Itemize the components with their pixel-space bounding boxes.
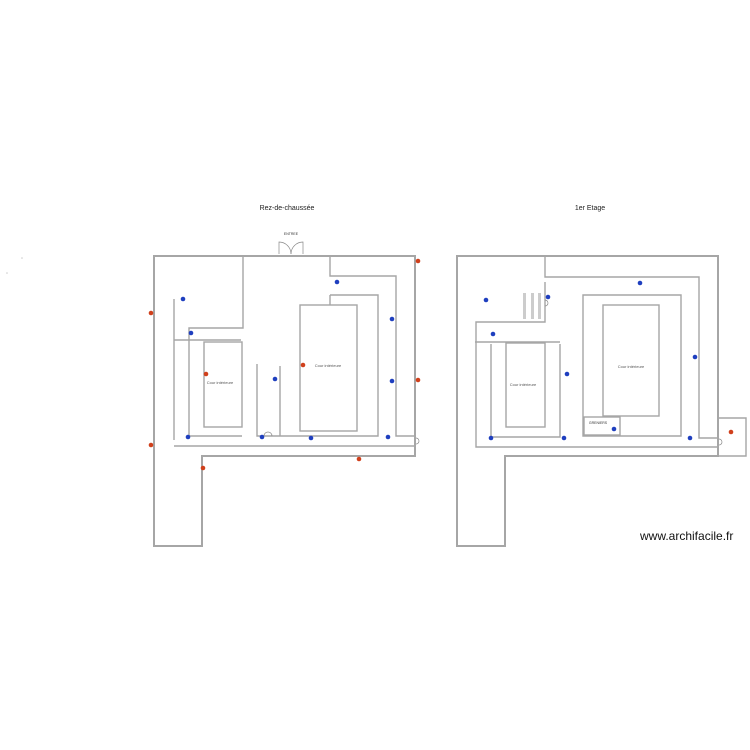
- blue-marker[interactable]: [259, 434, 265, 440]
- first-floor-title: 1er Etage: [575, 205, 605, 212]
- blue-marker[interactable]: [488, 435, 494, 441]
- blue-marker[interactable]: [545, 294, 551, 300]
- blue-marker[interactable]: [334, 279, 340, 285]
- courtyard: [203, 341, 243, 428]
- red-marker[interactable]: [415, 377, 421, 383]
- door-symbol: [718, 438, 723, 446]
- outer-wall: [153, 255, 416, 547]
- outer-wall: [456, 255, 719, 547]
- red-marker[interactable]: [148, 442, 154, 448]
- interior-wall: [490, 344, 561, 438]
- red-marker[interactable]: [203, 371, 209, 377]
- room-label: Cour intérieure: [207, 380, 234, 385]
- blue-marker[interactable]: [385, 434, 391, 440]
- blue-marker[interactable]: [389, 316, 395, 322]
- watermark: www.archifacile.fr: [640, 529, 734, 543]
- blue-marker[interactable]: [490, 331, 496, 337]
- red-marker[interactable]: [200, 465, 206, 471]
- blue-marker[interactable]: [308, 435, 314, 441]
- blue-marker[interactable]: [561, 435, 567, 441]
- red-marker[interactable]: [300, 362, 306, 368]
- courtyard: [602, 304, 660, 417]
- blue-marker[interactable]: [272, 376, 278, 382]
- room-label: Cour intérieure: [618, 364, 645, 369]
- red-marker[interactable]: [356, 456, 362, 462]
- stray-marks: [6, 257, 23, 274]
- staircase: [523, 293, 541, 319]
- door-symbol: [544, 299, 549, 307]
- blue-marker[interactable]: [185, 434, 191, 440]
- red-marker[interactable]: [415, 258, 421, 264]
- interior-wall: [329, 256, 415, 437]
- interior-wall: [718, 417, 747, 457]
- interior-wall: [544, 256, 718, 439]
- blue-marker[interactable]: [564, 371, 570, 377]
- blue-marker[interactable]: [188, 330, 194, 336]
- door-symbol: [415, 437, 420, 445]
- courtyard: [299, 304, 358, 432]
- entrance-door[interactable]: [278, 241, 304, 255]
- blue-marker[interactable]: [180, 296, 186, 302]
- room-label: Cour intérieure: [315, 363, 342, 368]
- blue-marker[interactable]: [687, 435, 693, 441]
- room-label: GRENIERS: [589, 421, 608, 425]
- entrance-label: ENTREE: [284, 232, 299, 236]
- ground-floor-title: Rez-de-chaussée: [260, 205, 315, 212]
- courtyard: [505, 342, 546, 428]
- first-floor: 1er Etage Cour intérieure Cour intérieur…: [456, 205, 747, 547]
- blue-marker[interactable]: [611, 426, 617, 432]
- attic-room: [583, 416, 621, 436]
- blue-marker[interactable]: [389, 378, 395, 384]
- red-marker[interactable]: [728, 429, 734, 435]
- blue-marker[interactable]: [637, 280, 643, 286]
- ground-floor: Rez-de-chaussée ENTREE Cour intérieure C…: [148, 205, 421, 547]
- room-label: Cour intérieure: [510, 382, 537, 387]
- blue-marker[interactable]: [692, 354, 698, 360]
- interior-wall: [582, 294, 682, 437]
- red-marker[interactable]: [148, 310, 154, 316]
- interior-wall: [475, 282, 718, 448]
- interior-wall: [188, 256, 244, 437]
- interior-wall: [256, 294, 379, 437]
- blue-marker[interactable]: [483, 297, 489, 303]
